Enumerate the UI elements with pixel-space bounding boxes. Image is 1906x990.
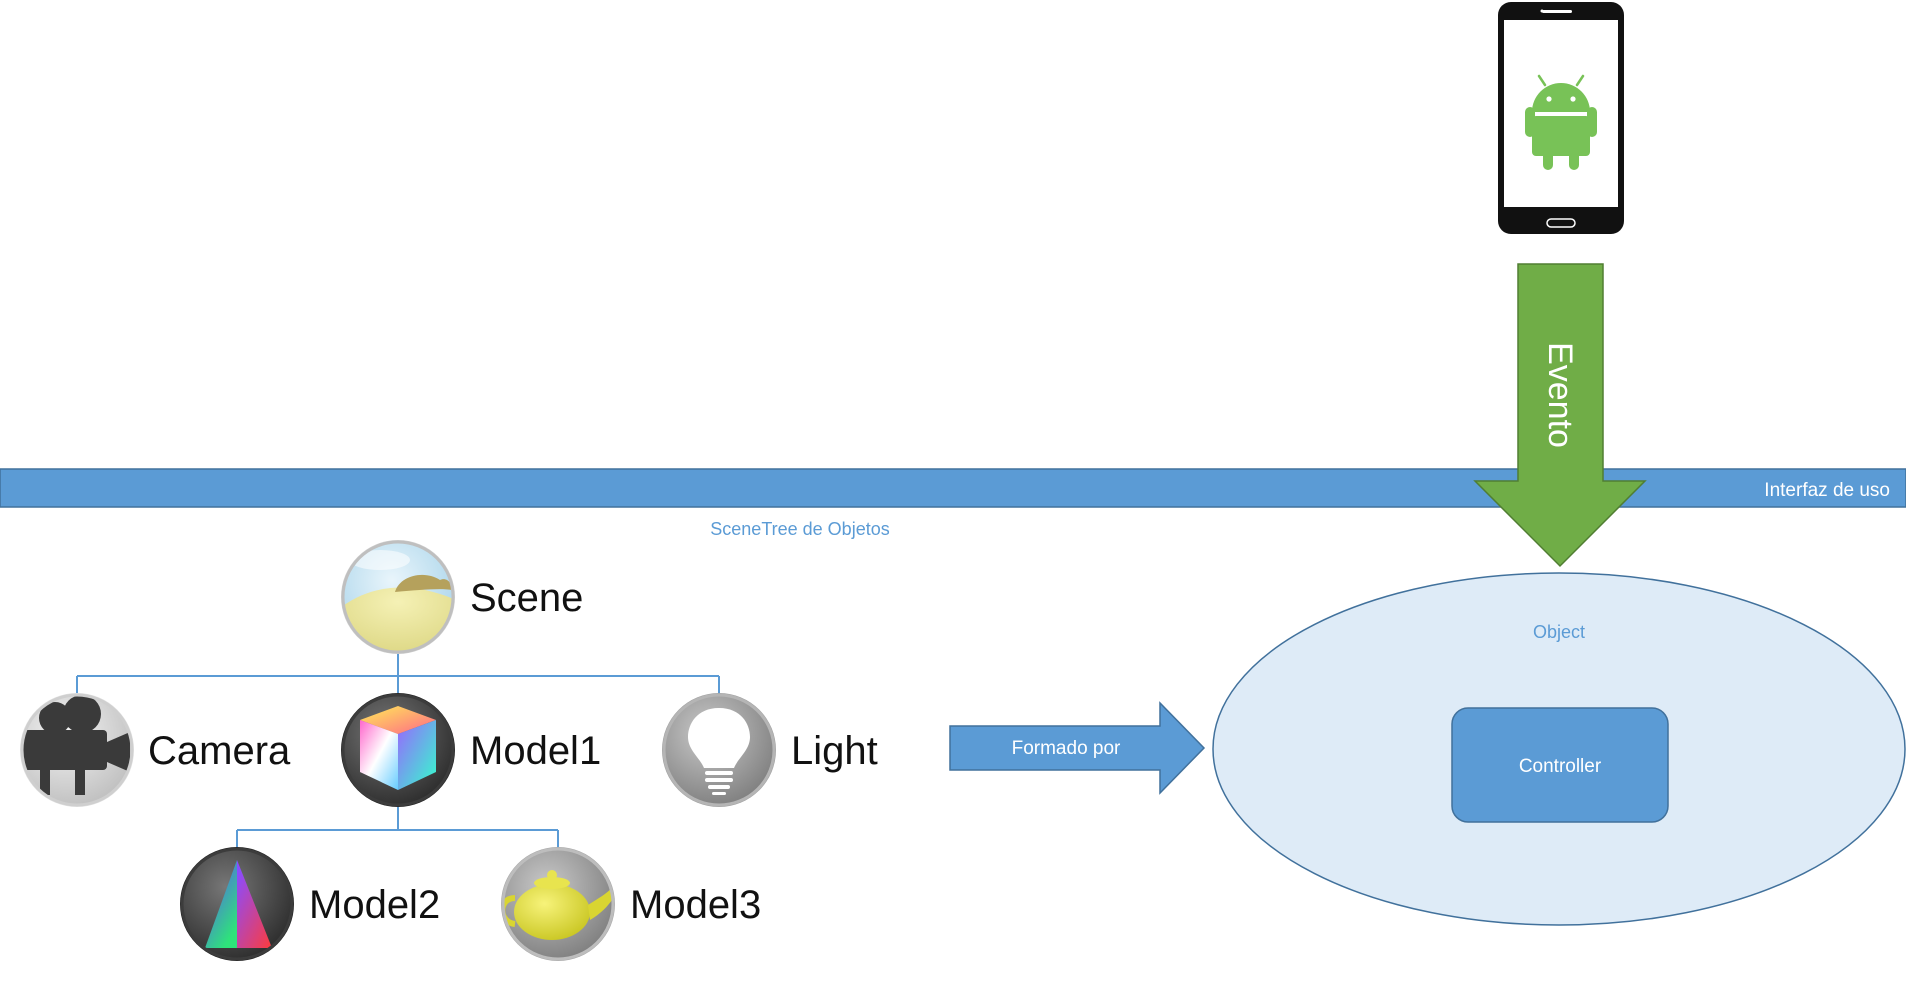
scene-tree-title: SceneTree de Objetos	[710, 519, 889, 539]
tree-node-light: Light	[662, 693, 878, 807]
object-label: Object	[1533, 622, 1585, 642]
formed-by-arrow: Formado por	[949, 701, 1206, 795]
camera-icon	[20, 693, 134, 807]
event-arrow-label: Evento	[1541, 342, 1579, 448]
teapot-icon	[501, 847, 615, 961]
tree-node-model3: Model3	[501, 847, 761, 961]
tree-node-model2: Model2	[180, 847, 440, 961]
tree-node-model1: Model1	[341, 693, 601, 807]
light-bulb-icon	[662, 693, 776, 807]
tree-connectors	[76, 652, 720, 849]
tree-node-label: Model2	[309, 883, 440, 927]
tree-node-label: Camera	[148, 729, 291, 773]
model-cube-icon	[341, 693, 455, 807]
scene-icon	[341, 540, 455, 654]
object-container: Object Controller	[1212, 572, 1906, 926]
formed-by-arrow-label: Formado por	[1012, 738, 1121, 759]
tree-node-camera: Camera	[20, 693, 291, 807]
tree-node-label: Scene	[470, 576, 583, 620]
tree-node-label: Model3	[630, 883, 761, 927]
smartphone-icon	[1498, 2, 1624, 234]
controller-box: Controller	[1451, 707, 1669, 823]
tree-node-scene: Scene	[341, 540, 583, 654]
tree-node-label: Light	[791, 729, 878, 773]
event-arrow: Evento	[1473, 263, 1647, 568]
tree-node-label: Model1	[470, 729, 601, 773]
android-icon	[1525, 74, 1597, 170]
controller-label: Controller	[1519, 756, 1602, 777]
interface-band-label: Interfaz de uso	[1764, 480, 1890, 501]
model-triangle-icon	[180, 847, 294, 961]
